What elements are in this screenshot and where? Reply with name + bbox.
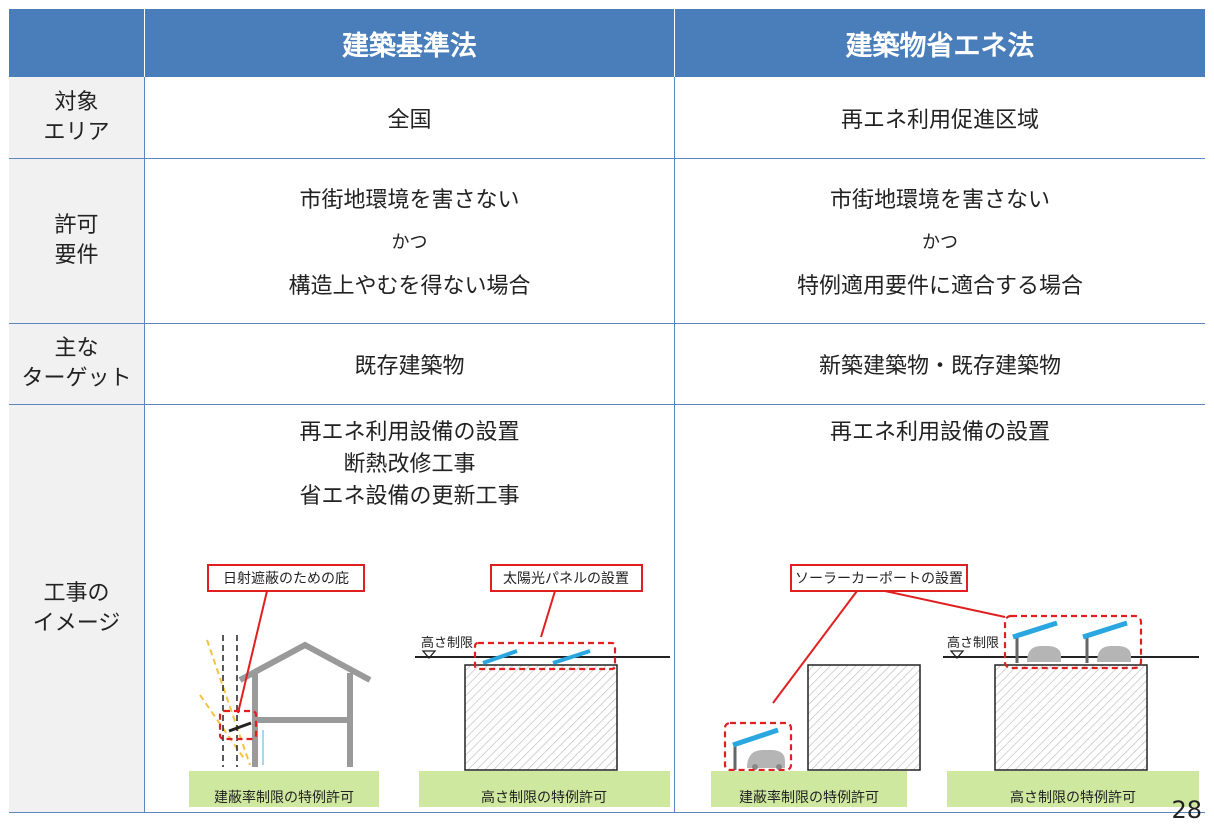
ground-height bbox=[419, 771, 670, 807]
solar-building-illustration bbox=[415, 641, 670, 771]
work-line: 再エネ利用設備の設置 bbox=[299, 420, 520, 445]
height-limit-label: 高さ制限 bbox=[947, 635, 999, 651]
work-line: 再エネ利用設備の設置 bbox=[829, 420, 1050, 445]
height-limit-label: 高さ制限 bbox=[421, 635, 473, 651]
label-text: 許可 要件 bbox=[54, 213, 99, 268]
label-work-image: 工事の イメージ bbox=[9, 405, 145, 812]
requirement-conjunction: かつ bbox=[391, 232, 428, 253]
callout-sunshade bbox=[207, 564, 365, 592]
cell-requirements-col1: 市街地環境を害さない かつ 構造上やむを得ない場合 bbox=[145, 159, 675, 323]
row-work-image: 工事の イメージ 再エネ利用設備の設置 断熱改修工事 省エネ設備の更新工事 bbox=[9, 405, 1205, 813]
rooftop-carport-illustration bbox=[943, 614, 1199, 771]
requirement-conjunction: かつ bbox=[922, 232, 958, 253]
callout-sunshade-text: 日射遮蔽のための庇 bbox=[223, 571, 349, 587]
work-line: 省エネ設備の更新工事 bbox=[299, 484, 520, 509]
header-building-standards-act: 建築基準法 bbox=[145, 9, 674, 77]
label-text: 対象 エリア bbox=[43, 89, 110, 145]
row-permit-requirements: 許可 要件 市街地環境を害さない かつ 構造上やむを得ない場合 市街地環境を害さ… bbox=[9, 159, 1205, 324]
cell-area-col2: 再エネ利用促進区域 bbox=[840, 107, 1039, 133]
requirement-line: 市街地環境を害さない bbox=[829, 188, 1050, 213]
cell-target-col1: 既存建築物 bbox=[145, 324, 675, 404]
page-number: 28 bbox=[1171, 796, 1202, 824]
caption-coverage: 建蔽率制限の特例許可 bbox=[214, 789, 354, 806]
ground-coverage bbox=[711, 771, 907, 807]
header-energy-conservation-act: 建築物省エネ法 bbox=[675, 9, 1205, 77]
callout-carport-text: ソーラーカーポートの設置 bbox=[795, 571, 963, 587]
illustration-energy-act: 建蔽率制限の特例許可 高さ制限 ソーラーカーポートの設置 bbox=[711, 564, 1199, 807]
ground-height bbox=[947, 771, 1199, 807]
cell-image-col1: 再エネ利用設備の設置 断熱改修工事 省エネ設備の更新工事 bbox=[145, 405, 675, 812]
label-main-target: 主な ターゲット bbox=[9, 324, 145, 404]
house-illustration bbox=[199, 635, 372, 767]
ground-coverage bbox=[189, 771, 379, 807]
row-target-area: 対象 エリア 全国 再エネ利用促進区域 bbox=[9, 77, 1205, 159]
callout-carport bbox=[790, 564, 968, 592]
caption-height: 高さ制限の特例許可 bbox=[481, 789, 607, 806]
work-list: 再エネ利用設備の設置 断熱改修工事 省エネ設備の更新工事 bbox=[145, 417, 674, 513]
requirement-line: 特例適用要件に適合する場合 bbox=[796, 274, 1083, 299]
cell-area-col1: 全国 bbox=[145, 77, 675, 158]
label-text: 主な ターゲット bbox=[21, 336, 132, 391]
header-corner bbox=[9, 9, 144, 77]
row-main-target: 主な ターゲット 既存建築物 新築建築物・既存建築物 bbox=[9, 324, 1205, 405]
work-line: 断熱改修工事 bbox=[343, 452, 476, 477]
callout-solar-panel bbox=[490, 564, 643, 592]
work-list: 再エネ利用設備の設置 bbox=[675, 417, 1205, 449]
label-permit-requirements: 許可 要件 bbox=[9, 159, 145, 323]
caption-height: 高さ制限の特例許可 bbox=[1010, 789, 1136, 806]
callout-solar-panel-text: 太陽光パネルの設置 bbox=[503, 571, 629, 587]
requirement-line: 構造上やむを得ない場合 bbox=[288, 274, 531, 299]
illustration-building-act: 日射遮蔽のための庇 建蔽率制限の特例許可 高さ制限 太陽光パネルの設置 bbox=[189, 564, 670, 807]
label-target-area: 対象 エリア bbox=[9, 77, 145, 158]
label-text: 工事の イメージ bbox=[32, 580, 121, 636]
cell-image-col2: 再エネ利用設備の設置 bbox=[675, 405, 1205, 812]
cell-requirements-col2: 市街地環境を害さない かつ 特例適用要件に適合する場合 bbox=[675, 159, 1205, 323]
requirement-line: 市街地環境を害さない bbox=[299, 188, 520, 213]
cell-target-col2: 新築建築物・既存建築物 bbox=[818, 354, 1061, 379]
caption-coverage: 建蔽率制限の特例許可 bbox=[739, 789, 879, 806]
carport-illustration bbox=[723, 664, 921, 772]
